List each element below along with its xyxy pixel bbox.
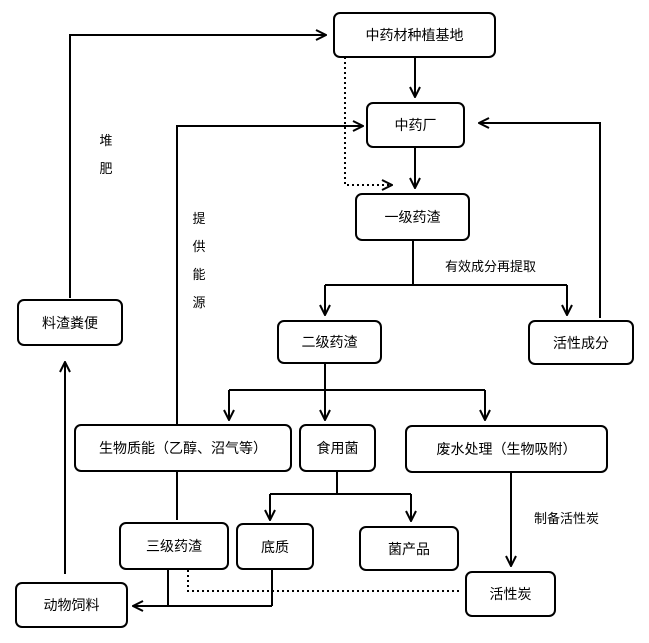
arrow-energy-to-factory bbox=[176, 126, 363, 520]
node-residue-2: 二级药渣 bbox=[277, 320, 382, 364]
node-activated-carbon: 活性炭 bbox=[465, 571, 556, 617]
label-compost: 堆肥 bbox=[99, 134, 113, 177]
node-residue-3: 三级药渣 bbox=[119, 522, 229, 570]
node-active-components: 活性成分 bbox=[528, 320, 634, 365]
dotted-residue3-to-carbon bbox=[187, 570, 462, 592]
node-wastewater: 废水处理（生物吸附） bbox=[405, 425, 608, 473]
label-make-carbon: 制备活性炭 bbox=[534, 512, 600, 527]
node-edible-fungi: 食用菌 bbox=[299, 424, 376, 472]
node-bioenergy: 生物质能（乙醇、沼气等） bbox=[74, 424, 292, 472]
label-re-extraction: 有效成分再提取 bbox=[445, 260, 537, 275]
node-factory: 中药厂 bbox=[366, 102, 465, 148]
node-substrate: 底质 bbox=[236, 523, 314, 570]
node-planting-base: 中药材种植基地 bbox=[333, 12, 496, 58]
label-energy-supply: 提供能源 bbox=[192, 212, 206, 311]
arrow-compost-to-base bbox=[69, 35, 326, 298]
node-residue-1: 一级药渣 bbox=[355, 193, 470, 241]
node-manure: 料渣粪便 bbox=[17, 299, 123, 346]
node-fungal-products: 菌产品 bbox=[359, 526, 459, 571]
arrow-active-to-factory bbox=[479, 123, 601, 318]
node-animal-feed: 动物饲料 bbox=[15, 582, 128, 628]
